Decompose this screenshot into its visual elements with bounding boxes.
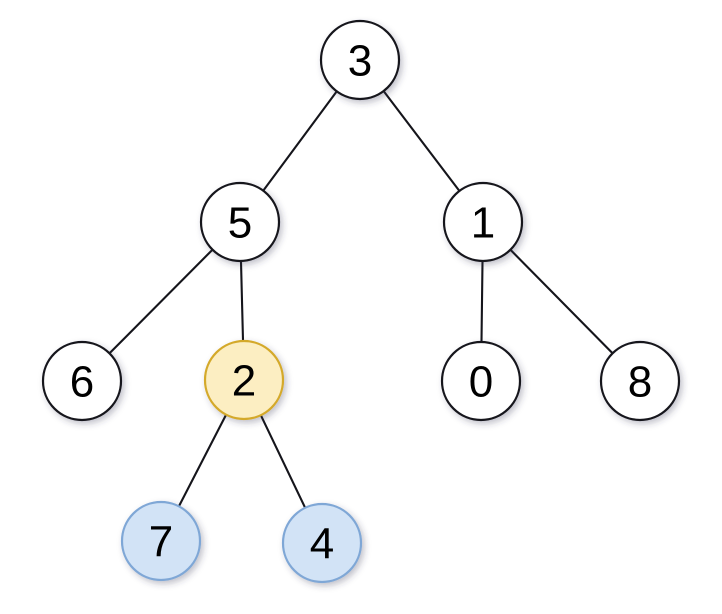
- tree-node-circle[interactable]: [203, 339, 285, 421]
- tree-node-label: 5: [228, 199, 252, 248]
- tree-node-label: 8: [628, 358, 652, 407]
- tree-node-circle[interactable]: [41, 340, 123, 422]
- tree-edge: [381, 89, 462, 193]
- tree-node-label: 0: [469, 358, 493, 407]
- tree-node[interactable]: 2: [203, 339, 285, 421]
- tree-node-label: 4: [310, 520, 334, 569]
- tree-edge: [107, 247, 215, 356]
- node-layer: 3 5 1 6 2 0 8 7 4: [41, 19, 681, 584]
- tree-node[interactable]: 6: [41, 340, 123, 422]
- edge-layer: [107, 89, 615, 510]
- tree-node-label: 6: [70, 358, 94, 407]
- tree-node-circle[interactable]: [442, 181, 524, 263]
- tree-node-circle[interactable]: [281, 502, 363, 584]
- tree-edge: [480, 258, 484, 345]
- tree-node-circle[interactable]: [599, 340, 681, 422]
- tree-node[interactable]: 8: [599, 340, 681, 422]
- tree-node[interactable]: 7: [120, 500, 202, 582]
- tree-edge: [259, 413, 307, 510]
- tree-node-label: 1: [471, 199, 495, 248]
- tree-node-circle[interactable]: [120, 500, 202, 582]
- tree-node[interactable]: 3: [319, 19, 401, 101]
- tree-node-circle[interactable]: [440, 340, 522, 422]
- tree-node[interactable]: 1: [442, 181, 524, 263]
- tree-node-circle[interactable]: [199, 181, 281, 263]
- tree-node[interactable]: 4: [281, 502, 363, 584]
- tree-node-label: 2: [232, 357, 256, 406]
- tree-edge: [239, 258, 245, 344]
- tree-node-label: 3: [348, 37, 372, 86]
- tree-node[interactable]: 0: [440, 340, 522, 422]
- tree-edge: [508, 247, 615, 356]
- tree-node-circle[interactable]: [319, 19, 401, 101]
- tree-node[interactable]: 5: [199, 181, 281, 263]
- tree-node-label: 7: [149, 518, 173, 567]
- tree-edge: [177, 412, 228, 509]
- tree-edge: [261, 89, 339, 193]
